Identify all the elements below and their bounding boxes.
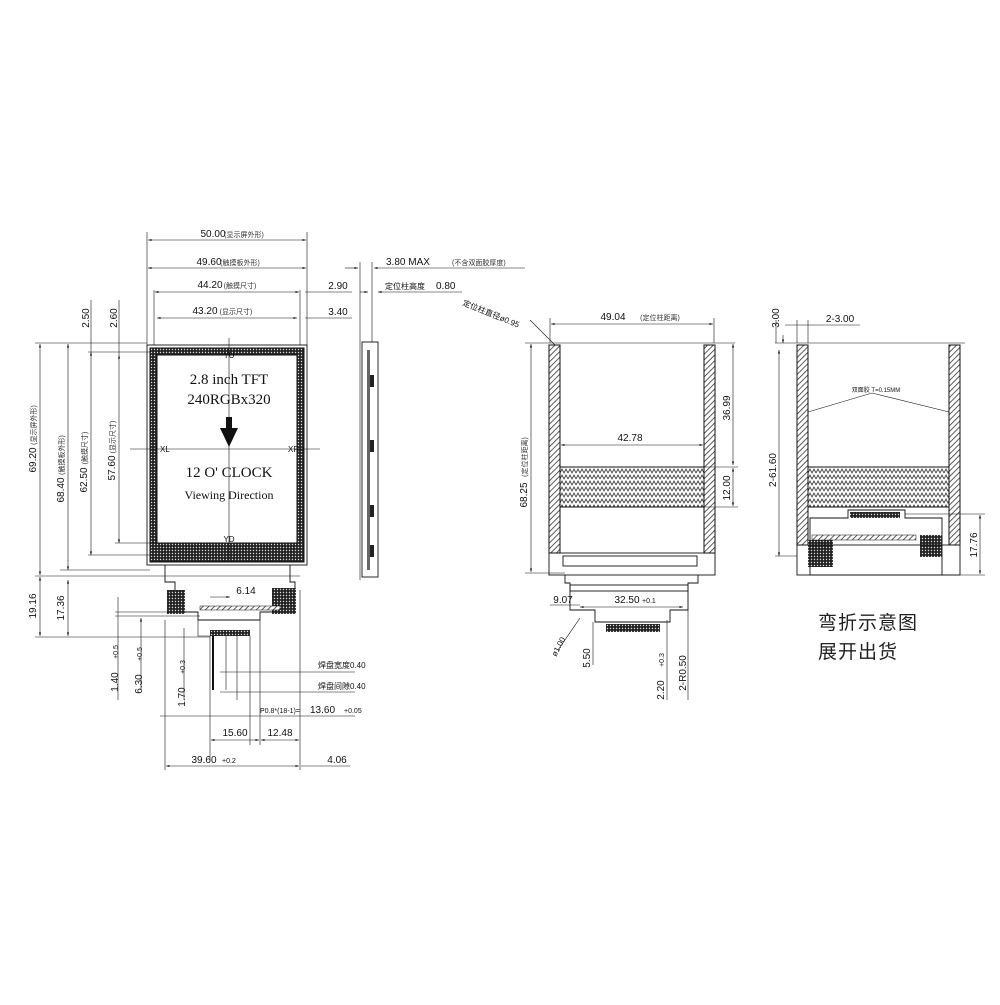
dim-1-40: 1.40 [110,672,121,692]
dim-5-50: 5.50 [582,648,593,668]
dim-2-50: 2.50 [81,308,92,328]
svg-text:(触摸板外形): (触摸板外形) [57,435,66,475]
dim-12-00: 12.00 [722,475,733,500]
radius-dim: 2-R0.50 [678,655,689,691]
front-view [130,338,320,770]
svg-text:+0.3: +0.3 [180,660,187,674]
pad-width-label: 焊盘宽度0.40 [318,660,366,670]
product-size-label: 2.8 inch TFT [190,372,268,388]
dim-2-20: 2.20 [656,680,667,700]
dim-1-70: 1.70 [177,687,188,707]
dim-49-60: 49.60 [196,257,221,268]
axis-yd-label: YD [223,535,234,544]
front-left-dimensions: 69.20 (显示屏外形) 68.40 (触摸板外形) 62.50 (触摸尺寸)… [28,300,300,577]
svg-text:+0.3: +0.3 [659,653,666,667]
svg-text:+0.5: +0.5 [137,647,144,661]
tape-label: 双面胶 T=0.15MM [852,386,901,394]
dim-39-60: 39.60 [191,755,216,766]
dim-62-50: 62.50 [79,467,90,492]
svg-text:+0.05: +0.05 [344,708,362,715]
svg-text:+0.1: +0.1 [642,598,656,605]
dim-68-40: 68.40 [56,477,67,502]
dim-6-30: 6.30 [134,674,145,694]
dim-2-90: 2.90 [328,281,348,292]
dim-12-48: 12.48 [267,728,292,739]
svg-text:(显示尺寸): (显示尺寸) [108,421,117,454]
svg-text:(触摸板外形): (触摸板外形) [220,258,260,267]
dim-68-25: 68.25 [519,482,530,507]
front-top-dimensions: 50.00 (显示屏外形) 49.60 (触摸板外形) 44.20 (触摸尺寸)… [146,229,352,345]
hole-diameter: ø1.00 [550,635,568,658]
dim-69-20: 69.20 [28,447,39,472]
axis-xr-label: XR [288,445,299,454]
dim-50-00: 50.00 [200,229,225,240]
dim-2-3-00: 2-3.00 [826,314,855,325]
svg-text:+0.5: +0.5 [113,645,120,659]
svg-text:(定位柱距离): (定位柱距离) [520,437,529,477]
dim-2-60: 2.60 [109,308,120,328]
pad-gap-label: 焊盘间隙0.40 [318,681,366,691]
resolution-label: 240RGBx320 [187,392,270,408]
dim-9-07: 9.07 [553,595,573,606]
dim-42-78: 42.78 [617,433,642,444]
fpc-dimensions: 19.16 17.36 1.40 +0.5 6.30 +0.5 1.70 +0.… [28,577,366,770]
svg-text:(显示尺寸): (显示尺寸) [220,307,253,316]
svg-text:(触摸尺寸): (触摸尺寸) [224,281,257,290]
thickness-dim: 3.80 MAX [386,257,430,268]
pitch-label: P0.8*(18-1)= [260,708,300,715]
dim-6-14: 6.14 [236,586,256,597]
svg-text:(不含双面胶厚度): (不含双面胶厚度) [452,258,506,267]
svg-text:(定位柱距离): (定位柱距离) [640,313,680,322]
svg-text:+0.2: +0.2 [222,758,236,765]
bent-caption: 弯折示意图 [818,612,919,634]
dim-4-06: 4.06 [327,755,347,766]
axis-yu-label: YU [223,351,234,360]
svg-text:13.60: 13.60 [310,705,335,716]
dim-43-20: 43.20 [192,306,217,317]
dim-44-20: 44.20 [197,280,222,291]
front-view-labels: 2.8 inch TFT 240RGBx320 12 O' CLOCK View… [160,351,299,544]
dim-17-36: 17.36 [56,595,67,620]
post-height-dim: 0.80 [436,281,456,292]
dim-15-60: 15.60 [222,728,247,739]
svg-text:(显示屏外形): (显示屏外形) [224,230,264,239]
bent-view: 双面胶 T=0.15MM 3.00 2-3.00 2-61.60 17.76 [768,308,985,576]
axis-xl-label: XL [160,445,170,454]
dim-36-99: 36.99 [722,395,733,420]
post-height-label: 定位柱高度 [385,281,425,291]
post-diameter-label: 定位柱直径ø0.95 [461,298,521,330]
dim-2-61-60: 2-61.60 [768,453,779,487]
shipping-caption: 展开出货 [818,641,899,663]
dim-32-50: 32.50 [614,595,639,606]
dim-3-40: 3.40 [328,307,348,318]
view-direction-sub-label: Viewing Direction [185,488,274,502]
side-view: 3.80 MAX (不含双面胶厚度) 定位柱高度 0.80 [345,257,525,580]
dim-17-76: 17.76 [969,532,980,557]
dim-57-60: 57.60 [107,455,118,480]
dim-19-16: 19.16 [28,593,39,618]
view-direction-label: 12 O' CLOCK [186,465,273,481]
dim-49-04: 49.04 [600,312,625,323]
svg-text:(显示屏外形): (显示屏外形) [29,405,38,445]
svg-text:(触摸尺寸): (触摸尺寸) [80,432,89,465]
back-view: 定位柱直径ø0.95 49.04 (定位柱距离) 68.25 (定位柱距离) 3… [461,298,738,700]
dim-3-00: 3.00 [771,308,782,328]
